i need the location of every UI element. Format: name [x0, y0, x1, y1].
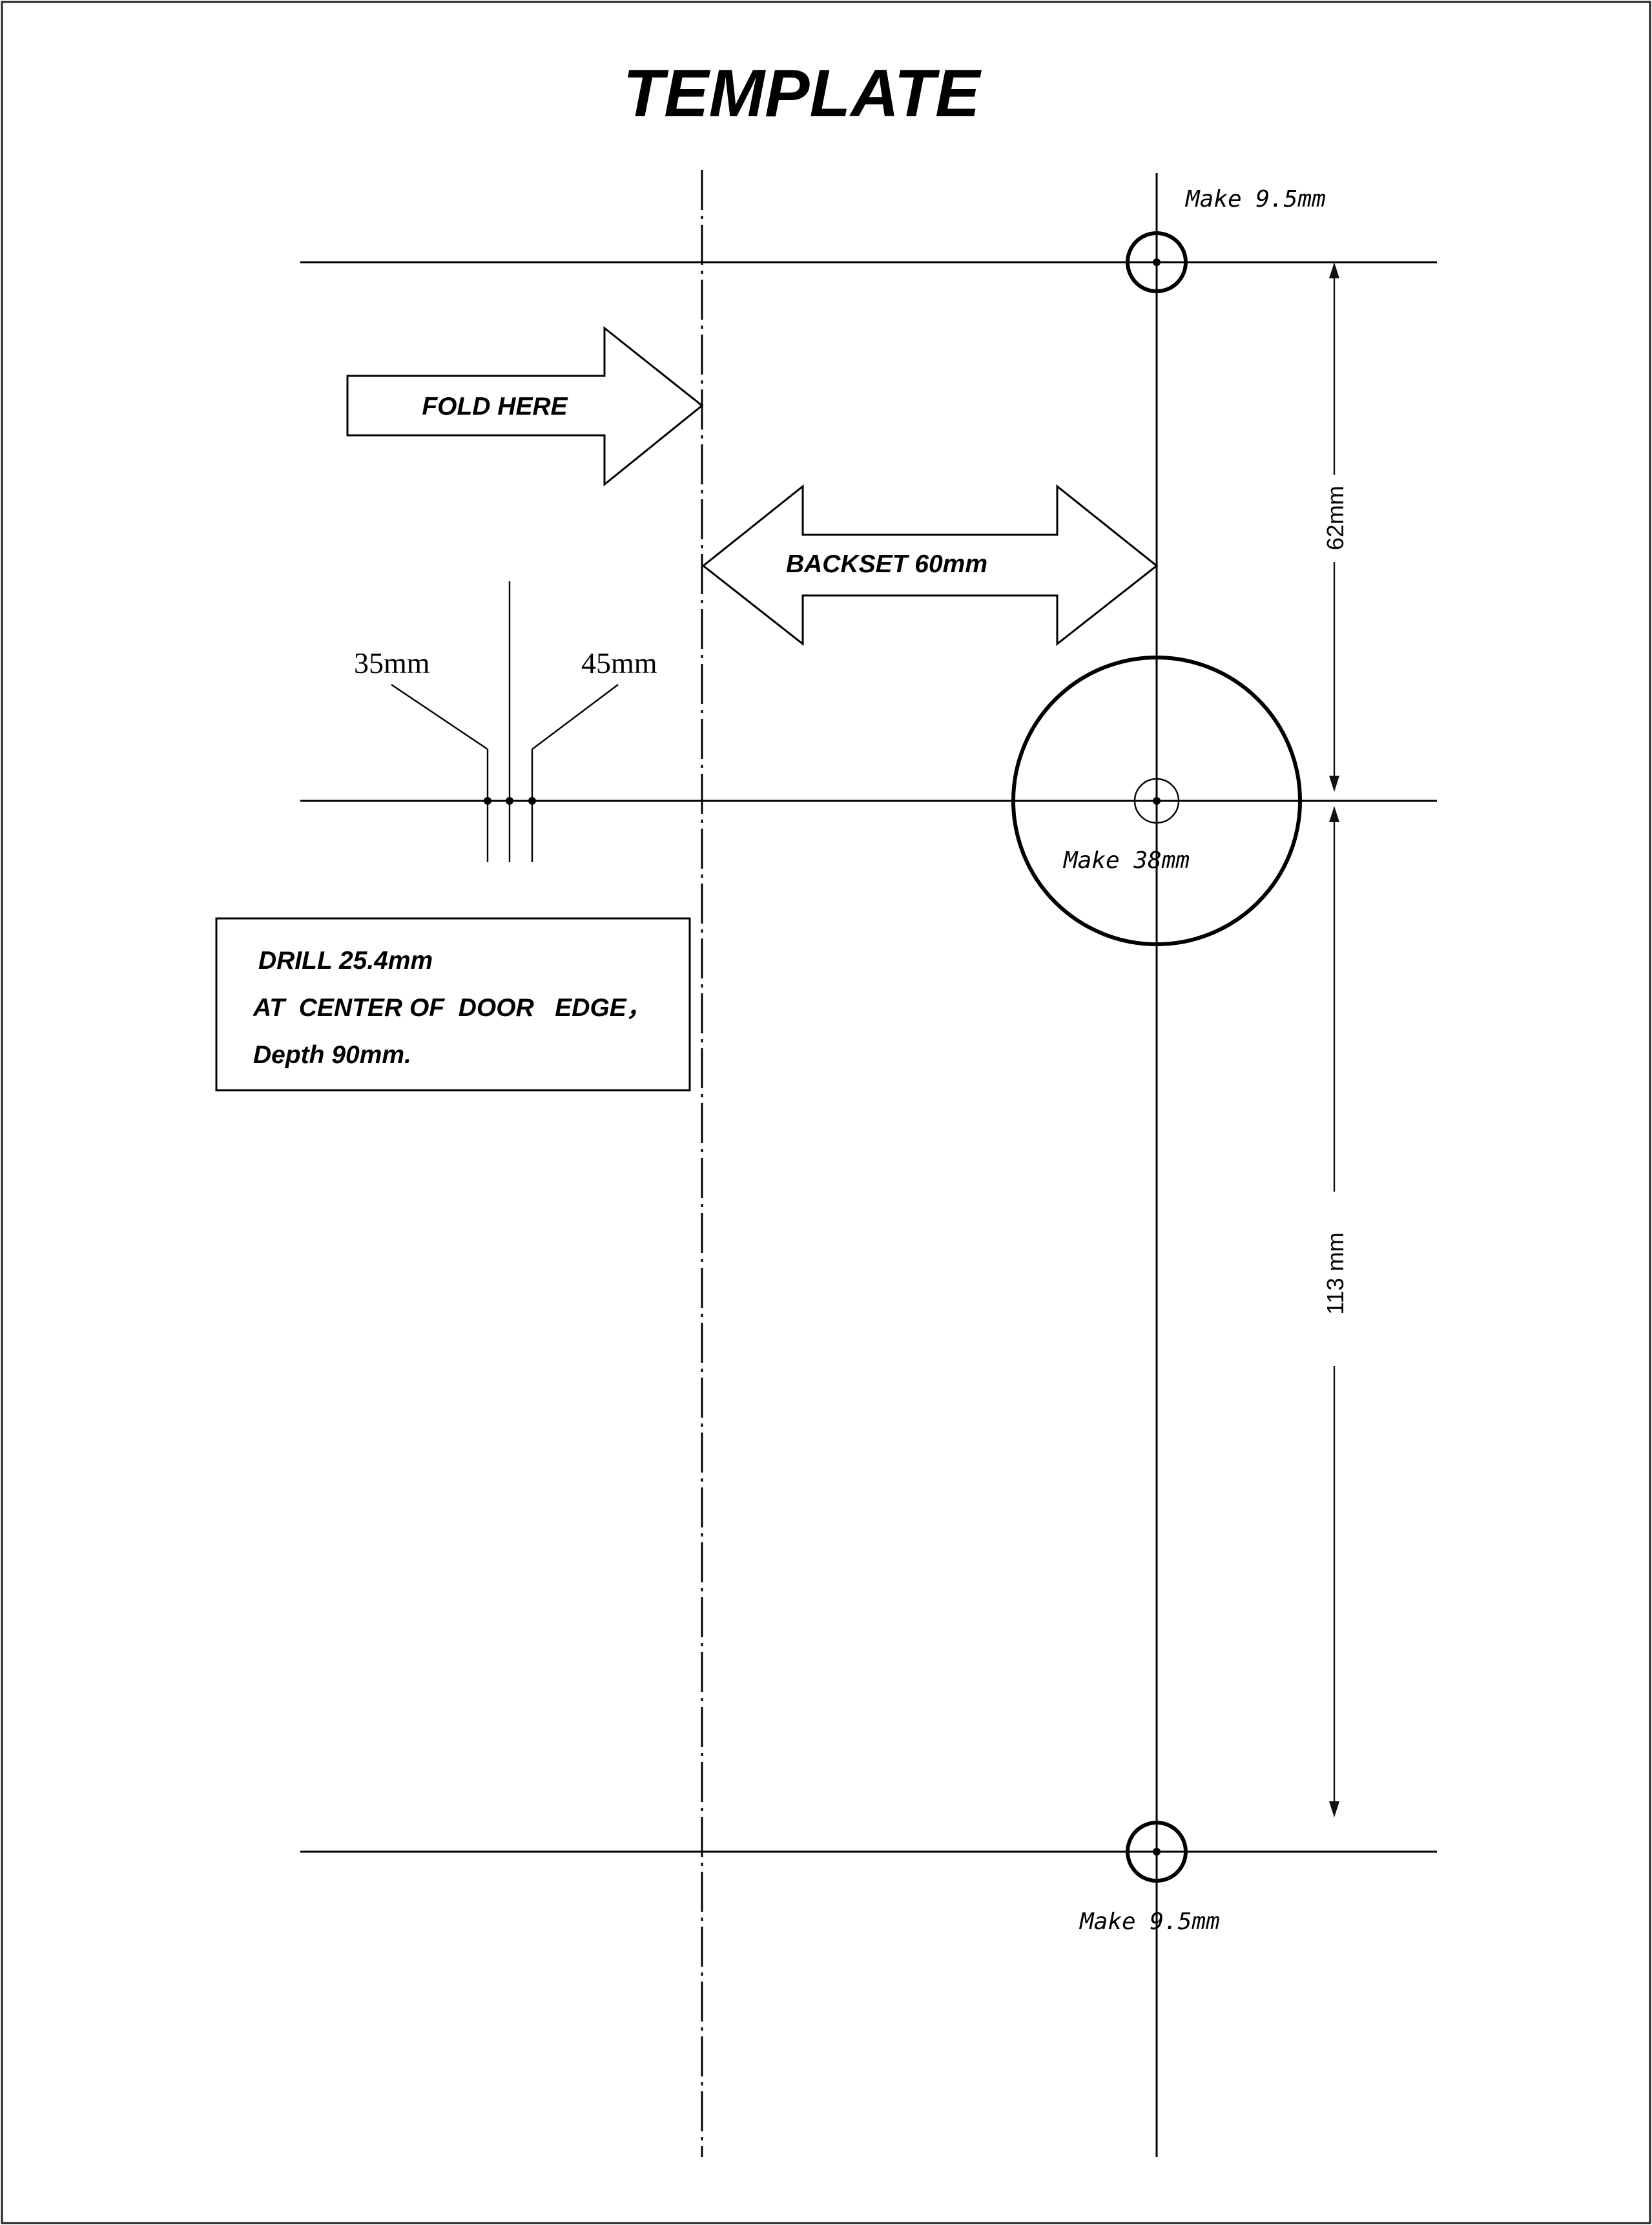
main-bore-circle [1011, 656, 1302, 946]
backset-double-arrow [701, 484, 1159, 647]
drill-line-1: DRILL 25.4mm [258, 947, 433, 975]
drill-line-2: AT CENTER OF DOOR EDGE， [253, 994, 652, 1022]
make-center-label: Make 38mm [1062, 847, 1190, 874]
dim-113mm-label: 113 mm [1322, 1232, 1348, 1314]
fold-here-label: FOLD HERE [422, 393, 568, 420]
backset-label: BACKSET 60mm [786, 550, 987, 578]
make-top-label: Make 9.5mm [1184, 186, 1326, 212]
dimension-113mm [1329, 806, 1339, 1817]
make-bottom-label: Make 9.5mm [1079, 1909, 1220, 1935]
label-35mm: 35mm [354, 647, 430, 679]
label-45mm: 45mm [581, 647, 657, 679]
top-screw-hole [1126, 231, 1188, 293]
fold-here-arrow [346, 326, 704, 487]
bottom-screw-hole [1126, 1821, 1188, 1883]
backset-options-indicator [391, 581, 619, 862]
dimension-62mm [1329, 262, 1339, 792]
drill-instruction-box [215, 917, 691, 1092]
drill-line-3: Depth 90mm. [253, 1041, 411, 1069]
dim-62mm-label: 62mm [1322, 486, 1348, 550]
page-title: TEMPLATE [623, 56, 982, 131]
